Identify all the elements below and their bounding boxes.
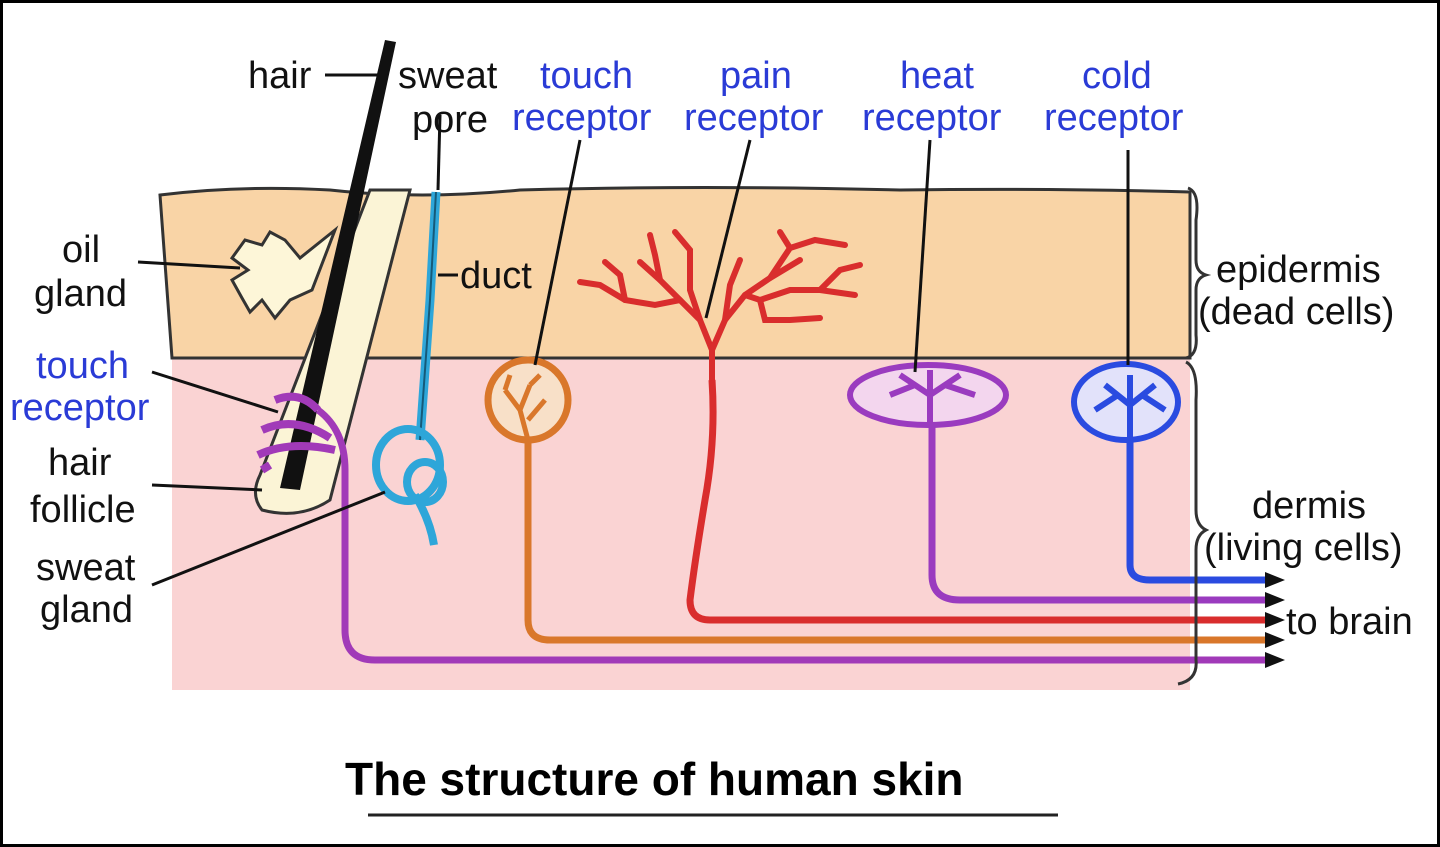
label-cold-receptor-2: receptor <box>1044 97 1184 139</box>
leader-lines <box>137 73 1130 587</box>
label-epidermis-2: (dead cells) <box>1198 291 1394 333</box>
label-oil-gland-2: gland <box>34 273 127 315</box>
hair-shaft <box>280 40 396 490</box>
touch-receptor-orange <box>484 356 572 444</box>
oil-gland <box>229 225 339 321</box>
label-sweat-gland-1: sweat <box>36 547 136 589</box>
label-hair: hair <box>248 55 312 97</box>
label-to-brain: to brain <box>1286 601 1413 643</box>
label-sweat-pore-2: pore <box>412 99 488 141</box>
pain-receptor <box>577 229 863 383</box>
label-heat-receptor-2: receptor <box>862 97 1002 139</box>
label-hair-follicle-2: follicle <box>30 489 136 531</box>
label-pain-receptor-2: receptor <box>684 97 824 139</box>
label-touch-receptor-top-2: receptor <box>512 97 652 139</box>
label-dermis-1: dermis <box>1252 485 1366 527</box>
heat-receptor <box>847 362 1009 428</box>
hair-touch-receptor <box>256 392 336 474</box>
epidermis-layer <box>158 186 1192 360</box>
touch-nerve-orange <box>524 440 1275 644</box>
label-cold-receptor-1: cold <box>1082 55 1152 97</box>
label-dermis-2: (living cells) <box>1204 527 1402 569</box>
label-duct: duct <box>460 255 532 297</box>
cold-receptor <box>1071 361 1181 443</box>
arrow-heads <box>1265 572 1285 668</box>
label-oil-gland-1: oil <box>62 229 100 271</box>
label-heat-receptor-1: heat <box>900 55 974 97</box>
cold-nerve <box>1126 440 1275 584</box>
label-touch-receptor-left-1: touch <box>36 345 129 387</box>
label-touch-receptor-left-2: receptor <box>10 387 150 429</box>
pain-nerve <box>686 379 1275 624</box>
label-epidermis-1: epidermis <box>1216 249 1381 291</box>
label-touch-receptor-top-1: touch <box>540 55 633 97</box>
diagram-title: The structure of human skin <box>345 753 964 805</box>
label-pain-receptor-1: pain <box>720 55 792 97</box>
label-hair-follicle-1: hair <box>48 442 112 484</box>
sweat-gland-coil <box>372 425 447 546</box>
dermis-brace <box>1177 360 1210 686</box>
label-sweat-gland-2: gland <box>40 589 133 631</box>
label-sweat-pore-1: sweat <box>398 55 498 97</box>
heat-nerve <box>928 425 1275 604</box>
epidermis-brace <box>1185 186 1212 360</box>
hair-touch-nerve <box>315 407 1275 664</box>
